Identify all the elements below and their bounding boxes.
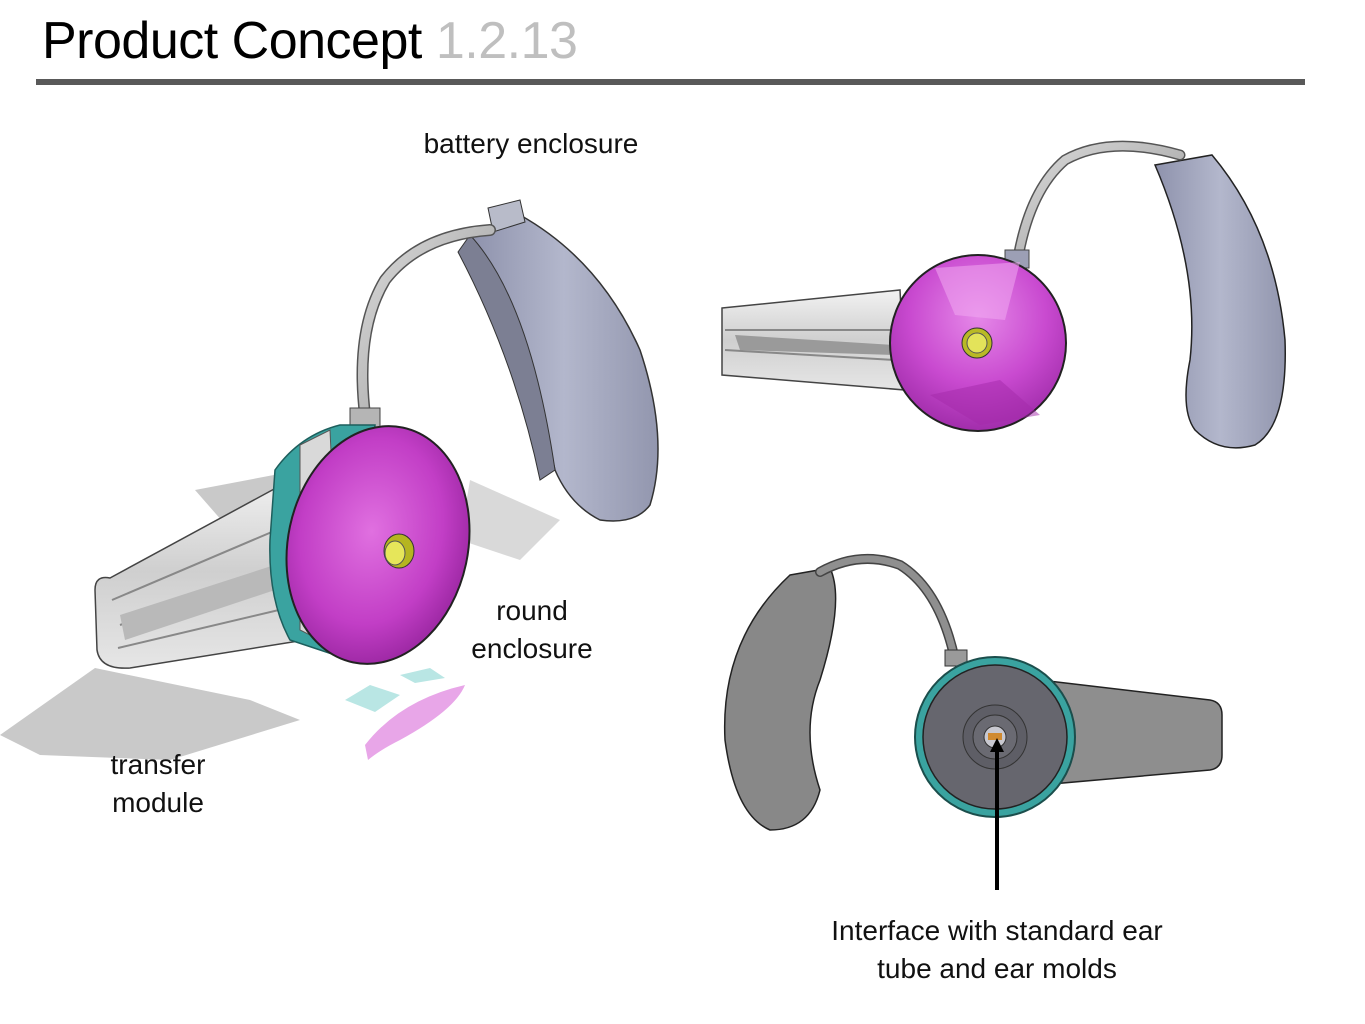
- battery-enclosure-back: [723, 567, 837, 831]
- side-view: [721, 140, 1286, 449]
- exploded-parts: [345, 685, 400, 712]
- perspective-view: [0, 199, 659, 760]
- battery-enclosure-3d: [469, 214, 659, 522]
- title-text: Product Concept: [42, 12, 422, 70]
- label-round-enclosure: round enclosure: [471, 595, 593, 664]
- back-view: [723, 553, 1223, 890]
- slide-number: 1.2.13: [435, 12, 578, 70]
- label-transfer-module: transfer module: [110, 749, 206, 818]
- battery-enclosure-side: [1153, 154, 1286, 449]
- ear-tube-side: [1012, 140, 1186, 264]
- perspective-shadow: [0, 668, 300, 760]
- transfer-module-back: [1039, 679, 1223, 786]
- label-battery-enclosure: battery enclosure: [423, 128, 639, 159]
- title-rule: [36, 79, 1305, 85]
- label-interface: Interface with standard ear tube and ear…: [831, 915, 1163, 984]
- round-enclosure-3d: [285, 425, 471, 665]
